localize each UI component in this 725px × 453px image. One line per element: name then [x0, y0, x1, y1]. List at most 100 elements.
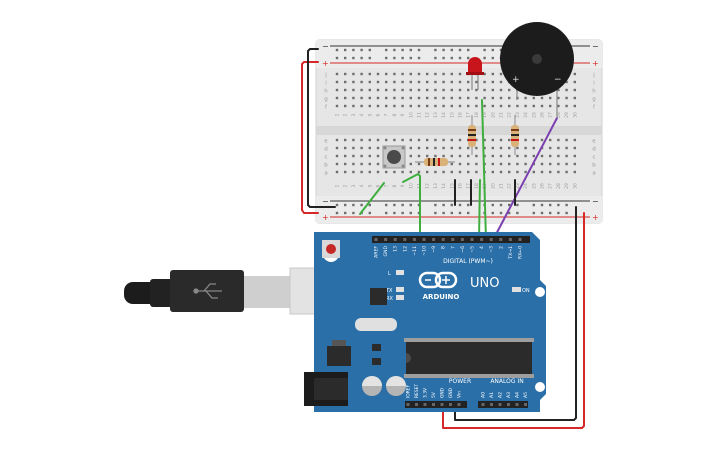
digital-pin-label-2: 13 — [393, 246, 399, 252]
usb-cable — [124, 267, 347, 315]
wire-black-left-rail — [307, 48, 336, 208]
wire-green-led-a — [481, 99, 487, 241]
power-pin-label-4: GND — [440, 387, 446, 398]
bottom-header-holes — [406, 403, 527, 406]
column-number-top-0: 1 — [335, 113, 341, 116]
rail-plus-label-bottom-right: + — [592, 213, 599, 222]
column-number-top-9: 10 — [408, 112, 414, 118]
analog-pin-label-3: A3 — [506, 392, 512, 398]
rail-plus-label-top-left: + — [322, 59, 329, 68]
column-number-bottom-21: 22 — [507, 183, 513, 189]
resistor-button — [415, 158, 455, 166]
rail-minus-label-top-left: − — [322, 42, 329, 51]
column-number-bottom-26: 27 — [548, 183, 554, 189]
column-number-bottom-16: 17 — [466, 183, 472, 189]
arduino-logo-text: ARDUINO — [423, 293, 460, 301]
row-letter-top-left-4: f — [325, 105, 328, 111]
row-letter-top-right-1: i — [593, 81, 595, 87]
column-number-top-8: 9 — [400, 113, 406, 116]
voltage-regulator — [327, 346, 351, 366]
row-letter-top-left-1: i — [325, 81, 327, 87]
analog-pin-label-4: A4 — [515, 392, 521, 398]
power-header — [405, 401, 467, 408]
column-number-top-26: 27 — [548, 112, 554, 118]
column-number-bottom-1: 2 — [343, 184, 349, 187]
column-number-top-1: 2 — [343, 113, 349, 116]
row-letter-bottom-right-3: b — [592, 163, 596, 169]
microcontroller-chip — [404, 338, 534, 378]
pushbutton[interactable] — [382, 145, 406, 169]
column-number-top-4: 5 — [367, 113, 373, 116]
crystal — [355, 318, 397, 331]
power-pin-label-5: GND — [448, 387, 454, 398]
column-number-bottom-3: 4 — [359, 184, 365, 187]
digital-pin-label-14: TX→1 — [508, 246, 514, 260]
column-number-top-11: 12 — [425, 112, 431, 118]
arduino-logo-icon — [418, 271, 458, 289]
digital-label: DIGITAL (PWM~) — [443, 258, 493, 265]
digital-pin-label-8: 7 — [450, 246, 456, 249]
column-number-bottom-27: 28 — [556, 183, 562, 189]
column-number-top-27: 28 — [556, 112, 562, 118]
power-pin-label-1: RESET — [414, 384, 420, 398]
column-number-bottom-14: 15 — [449, 183, 455, 189]
column-number-top-24: 25 — [531, 112, 537, 118]
digital-pin-label-12: ~3 — [489, 246, 495, 253]
power-label: POWER — [449, 378, 471, 385]
column-number-top-29: 30 — [572, 112, 578, 118]
row-letter-bottom-right-4: a — [592, 171, 595, 177]
column-number-bottom-5: 6 — [376, 184, 382, 187]
column-number-top-12: 13 — [433, 112, 439, 118]
wire-purple-buzzer — [491, 117, 558, 243]
column-number-top-5: 6 — [376, 113, 382, 116]
wire-black-5v-gnd — [454, 206, 577, 421]
rail-minus-label-bottom-right: − — [592, 197, 599, 206]
row-letter-top-right-2: h — [592, 89, 596, 95]
board-model: UNO — [470, 276, 499, 291]
wire-green-button — [359, 182, 385, 215]
column-number-bottom-17: 18 — [474, 183, 480, 189]
analog-pin-label-5: A5 — [523, 392, 529, 398]
column-number-top-13: 14 — [441, 112, 447, 118]
column-number-top-16: 17 — [466, 112, 472, 118]
wire-green-led-b — [478, 179, 481, 241]
column-number-bottom-29: 30 — [572, 183, 578, 189]
power-pin-label-0: IOREF — [406, 384, 412, 398]
column-number-bottom-4: 5 — [367, 184, 373, 187]
row-letter-bottom-right-1: d — [592, 147, 596, 153]
column-number-bottom-25: 26 — [540, 183, 546, 189]
capacitors — [362, 376, 406, 396]
row-letter-bottom-left-2: c — [324, 155, 327, 161]
power-pin-label-6: Vin — [457, 391, 463, 398]
column-number-bottom-28: 29 — [564, 183, 570, 189]
column-number-bottom-13: 14 — [441, 183, 447, 189]
column-number-top-15: 16 — [458, 112, 464, 118]
digital-header — [372, 236, 530, 243]
wires — [301, 48, 585, 429]
analog-label: ANALOG IN — [490, 378, 523, 385]
power-pin-label-3: 5V — [431, 392, 437, 398]
wire-red-left-rail — [301, 61, 319, 214]
column-number-top-3: 4 — [359, 113, 365, 116]
wire-green-pin12 — [402, 173, 421, 241]
resistor-led — [468, 115, 476, 155]
column-number-top-22: 23 — [515, 112, 521, 118]
analog-pin-label-0: A0 — [481, 392, 487, 398]
power-jack — [304, 372, 348, 406]
row-letter-bottom-left-3: b — [324, 163, 328, 169]
column-number-top-7: 8 — [392, 113, 398, 116]
reset-button[interactable] — [322, 240, 340, 258]
digital-pin-label-3: 12 — [402, 246, 408, 252]
rail-plus-label-top-right: + — [592, 59, 599, 68]
digital-pin-label-15: RX←0 — [518, 246, 524, 259]
column-number-top-17: 18 — [474, 112, 480, 118]
row-letter-bottom-right-2: c — [592, 155, 595, 161]
resistor-buzzer — [511, 115, 519, 155]
buzzer-plus-label: + — [512, 75, 520, 85]
usb-symbol-icon — [193, 283, 222, 299]
column-number-top-10: 11 — [417, 112, 423, 118]
